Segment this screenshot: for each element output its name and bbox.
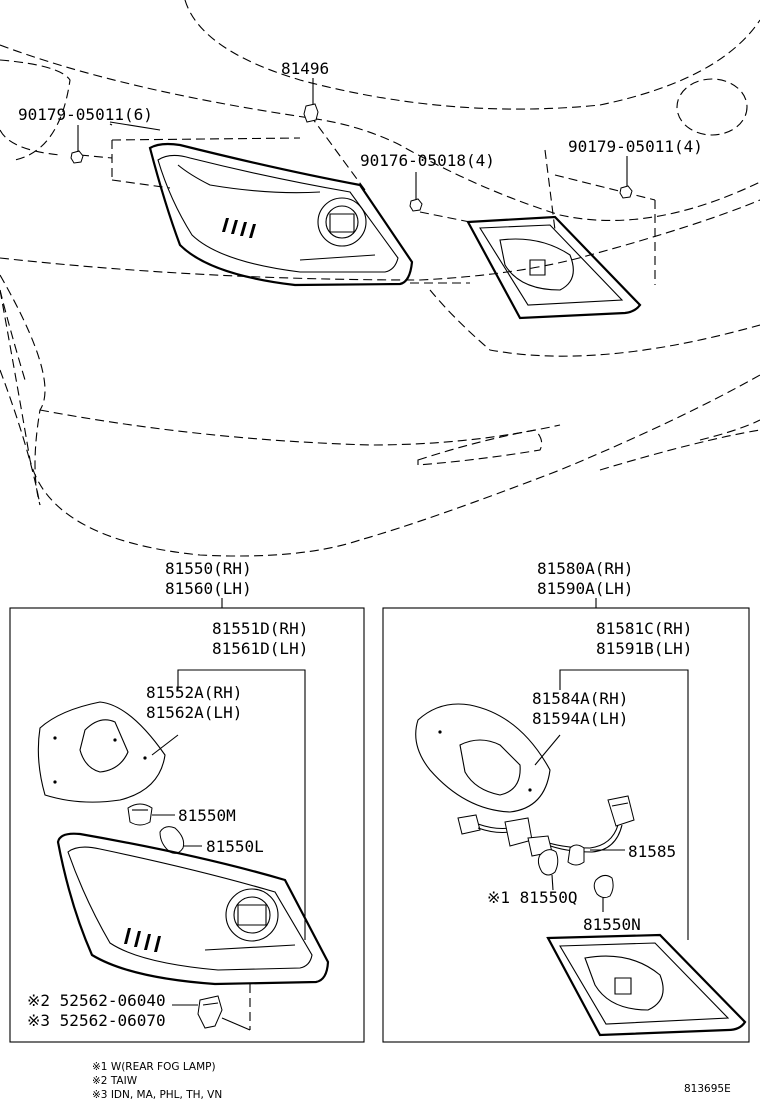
tail-lamp-assembly-icon (56, 832, 330, 1030)
callout-line: 81561D(LH) (212, 639, 308, 658)
callout-line: ※2 52562-06040 (27, 991, 166, 1010)
right-title-rh: 81580A(RH) (537, 559, 633, 578)
left-title-lh: 81560(LH) (165, 579, 252, 598)
vehicle-body-outline (0, 0, 760, 557)
right-assembly-box: 81580A(RH) 81590A(LH) (382, 559, 750, 1043)
callout-line: 81594A(LH) (532, 709, 628, 728)
footnote-2: ※2 TAIW (92, 1075, 138, 1087)
callout-81550m: 81550M (178, 806, 236, 825)
bulb-81550l-icon (159, 826, 202, 854)
callout-81581c-81591b: 81581C(RH)81591B(LH) (596, 619, 692, 658)
right-title-lh: 81590A(LH) (537, 579, 633, 598)
callout-81584a-81594a: 81584A(RH)81594A(LH) (532, 689, 628, 728)
clip-52562-icon (172, 995, 251, 1031)
callout-81551d-81561d: 81551D(RH)81561D(LH) (212, 619, 308, 658)
callout-81552a-81562a: 81552A(RH)81562A(LH) (146, 683, 242, 722)
callout-line: 81591B(LH) (596, 639, 692, 658)
callout-81496: 81496 (281, 59, 329, 78)
callout-line: 81550N (583, 915, 641, 934)
callout-line: ※1 81550Q (487, 888, 577, 907)
footnote-1: ※1 W(REAR FOG LAMP) (92, 1061, 216, 1073)
gasket-81584-icon (415, 703, 551, 813)
left-assembly-box: 81550(RH) 81560(LH) (9, 559, 365, 1043)
callout-81585: 81585 (628, 842, 676, 861)
lamp-fins (222, 218, 256, 238)
gasket-81552-icon (37, 701, 166, 803)
back-lamp-assembly-icon (546, 933, 747, 1037)
callout-52562: ※2 52562-06040※3 52562-06070 (27, 991, 166, 1030)
nut-90179-right-icon (619, 156, 633, 199)
footnote-3: ※3 IDN, MA, PHL, TH, VN (92, 1089, 222, 1101)
diagram-code: 813695E (684, 1083, 731, 1095)
callout-90179-05011-6: 90179-05011(6) (18, 105, 153, 124)
footnotes: ※1 W(REAR FOG LAMP) ※2 TAIW ※3 IDN, MA, … (92, 1061, 222, 1101)
callout-81550q: ※1 81550Q (487, 888, 577, 907)
callout-line: ※3 52562-06070 (27, 1011, 166, 1030)
callout-line: 81552A(RH) (146, 683, 242, 702)
socket-81550m-icon (127, 803, 175, 826)
tail-lamp-top-view (79, 114, 414, 287)
callout-81550l: 81550L (206, 837, 264, 856)
callout-90179-05011-4: 90179-05011(4) (568, 137, 703, 156)
back-lamp-top-view (410, 149, 656, 320)
wire-harness-81585-icon (457, 795, 635, 912)
callout-line: 81550M (178, 806, 236, 825)
callout-line: 81581C(RH) (596, 619, 692, 638)
clip-81496-icon (303, 78, 319, 123)
callout-81550n: 81550N (583, 915, 641, 934)
left-title-rh: 81550(RH) (165, 559, 252, 578)
callout-line: 81550L (206, 837, 264, 856)
nut-90176-icon (409, 172, 423, 212)
callout-line: 81551D(RH) (212, 619, 308, 638)
callout-line: 81584A(RH) (532, 689, 628, 708)
callout-line: 81562A(LH) (146, 703, 242, 722)
callout-line: 81585 (628, 842, 676, 861)
callout-90176-05018-4: 90176-05018(4) (360, 151, 495, 170)
nut-90179-left-icon (70, 125, 84, 164)
